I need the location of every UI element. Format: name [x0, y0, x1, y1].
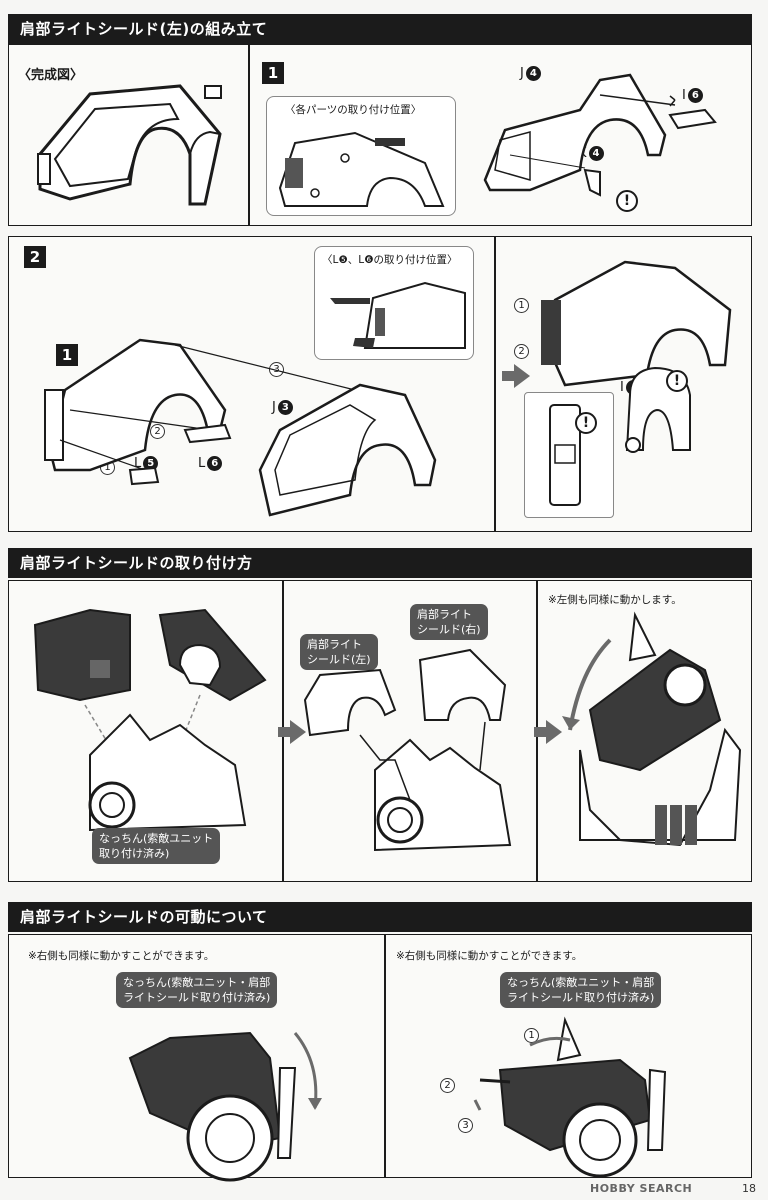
complete-shield-illustration	[37, 84, 222, 206]
detail-part-illustration	[549, 404, 581, 506]
step2-assembly-illustration	[44, 338, 437, 517]
caution-icon: !	[616, 190, 638, 212]
attach-step1-illustration	[33, 608, 267, 832]
attach-position-label: 〈各パーツの取り付け位置〉	[285, 104, 422, 116]
step1-frame-illustration	[483, 73, 717, 197]
attach-note: ※左側も同様に動かします。	[548, 594, 682, 606]
attach-step2-illustration	[303, 648, 512, 852]
move-marker-1: 1	[524, 1028, 539, 1043]
order-marker-3: 3	[269, 362, 284, 377]
step-badge-1: 1	[262, 62, 284, 84]
move-marker-3: 3	[458, 1118, 473, 1133]
attach-arrow-2	[534, 720, 562, 744]
frame-inner-illustration	[278, 131, 445, 207]
section-title-movement: 肩部ライトシールドの可動について	[8, 902, 752, 932]
caution-icon: !	[575, 412, 597, 434]
inner-step-badge-1: 1	[56, 344, 78, 366]
complete-view-label: 〈完成図〉	[18, 68, 84, 83]
result-marker-1: 1	[514, 298, 529, 313]
step-badge-2: 2	[24, 246, 46, 268]
l-parts-position-label: 〈L❺、L❻の取り付け位置〉	[322, 254, 458, 266]
movement-left-illustration	[128, 1031, 322, 1182]
divider	[384, 934, 386, 1178]
watermark-brand: HOBBY SEARCH	[590, 1182, 693, 1195]
order-marker-2: 2	[150, 424, 165, 439]
attach-arrow-1	[278, 720, 306, 744]
move-marker-2: 2	[440, 1078, 455, 1093]
nacchin-bubble-right: なっちん(索敵ユニット・肩部 ライトシールド取り付け済み)	[500, 972, 662, 1008]
nacchin-bubble-left: なっちん(索敵ユニット・肩部 ライトシールド取り付け済み)	[116, 972, 278, 1008]
divider	[494, 236, 496, 532]
movement-note-left: ※右側も同様に動かすことができます。	[28, 950, 215, 962]
page-number: 18	[742, 1182, 756, 1195]
movement-right-illustration	[473, 1016, 667, 1178]
movement-note-right: ※右側も同様に動かすことができます。	[396, 950, 583, 962]
section-title-assembly: 肩部ライトシールド(左)の組み立て	[8, 14, 752, 44]
section-title-attach: 肩部ライトシールドの取り付け方	[8, 548, 752, 578]
l-parts-frame-illustration	[330, 281, 466, 349]
next-step-arrow	[502, 364, 530, 388]
result-marker-2: 2	[514, 344, 529, 359]
divider	[248, 44, 250, 226]
left-shield-bubble: 肩部ライト シールド(左)	[300, 634, 378, 670]
caution-icon: !	[666, 370, 688, 392]
attach-result-illustration	[562, 611, 742, 847]
nacchin-bubble: なっちん(索敵ユニット 取り付け済み)	[92, 828, 221, 864]
right-shield-bubble: 肩部ライト シールド(右)	[410, 604, 488, 640]
